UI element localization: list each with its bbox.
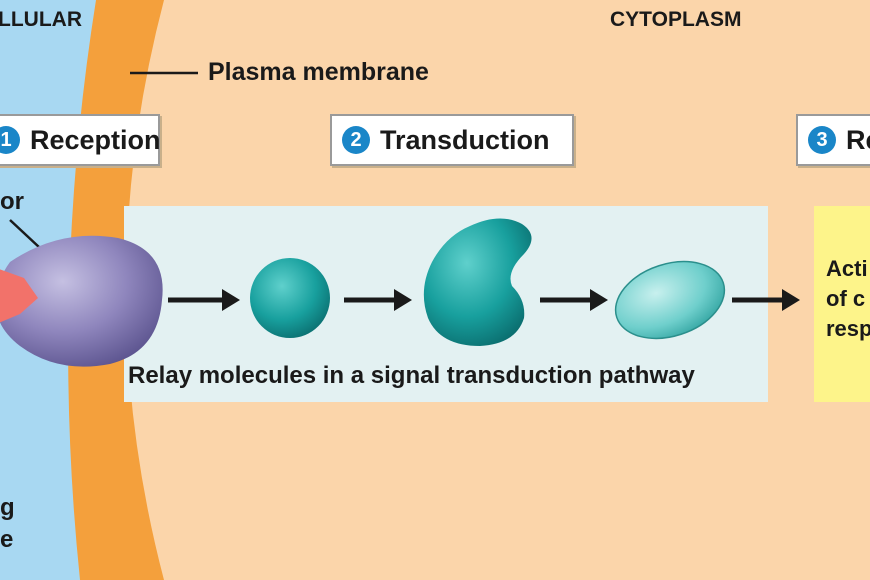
arrow-1 [168,289,240,311]
step-label: Re [846,124,870,155]
extracellular-label: LLULAR [0,8,82,31]
relay-molecule-1 [250,258,330,338]
relay-molecule-2 [423,218,532,346]
step-transduction: 2 Transduction [330,114,574,166]
response-text-line2: of c [826,286,866,311]
arrow-3 [540,289,608,311]
step-number-badge: 1 [0,126,20,154]
step-response: 3 Re [796,114,870,166]
signal-molecule-label-line2: e [0,526,14,553]
cytoplasm-label: CYTOPLASM [610,8,742,31]
step-label: Transduction [380,124,550,155]
response-box [814,206,870,402]
response-text-line3: resp [826,316,870,341]
step-reception: 1 Reception [0,114,161,166]
arrow-2 [344,289,412,311]
step-number-badge: 3 [808,126,836,154]
receptor-protein [0,235,163,367]
plasma-membrane-label: Plasma membrane [208,58,429,86]
receptor-pointer-line [9,219,41,249]
relay-molecule-3 [614,260,726,340]
signal-molecule [0,269,38,323]
signal-molecule-label-line1: g [0,494,15,521]
relay-molecules-caption: Relay molecules in a signal transduction… [128,362,695,389]
arrow-4 [732,289,800,311]
step-label: Reception [30,124,161,155]
step-number-badge: 2 [342,126,370,154]
response-text-line1: Acti [826,256,868,281]
receptor-label-fragment: or [0,188,24,215]
